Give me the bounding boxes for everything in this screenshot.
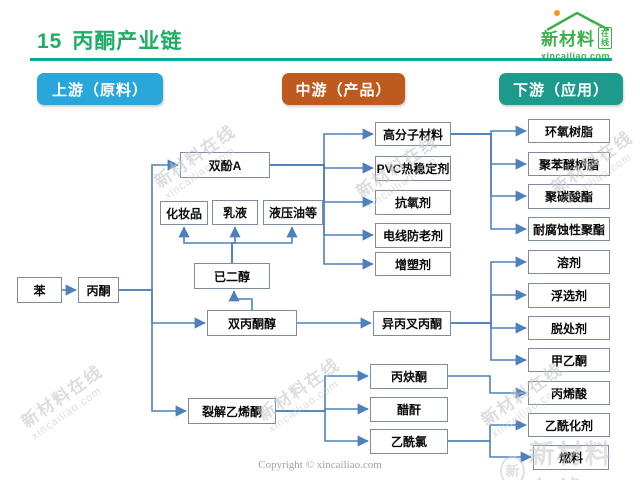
label-downstream: 下游（应用） <box>499 73 623 105</box>
flow-node-liejieyixitong: 裂解乙烯酮 <box>188 398 276 424</box>
logo-suffix-bottom: 线 <box>601 37 609 47</box>
title-divider <box>30 58 612 61</box>
logo-sun-icon <box>554 10 560 16</box>
flow-node-bingtong: 丙酮 <box>78 277 119 303</box>
flow-node-yeyayou: 液压油等 <box>263 200 323 225</box>
flow-node-huazhuangpin: 化妆品 <box>160 201 208 225</box>
flow-node-ben: 苯 <box>17 277 62 303</box>
flow-node-ruye: 乳液 <box>212 200 258 225</box>
page-title: 15 丙酮产业链 <box>37 25 182 55</box>
flow-node-shuangfen_a: 双酚A <box>180 152 270 178</box>
flow-node-fuxuanji: 浮选剂 <box>528 283 610 308</box>
flow-node-yixianlu: 乙酰氯 <box>370 429 448 454</box>
edge-yierchun-yeyayou <box>231 226 298 263</box>
logo-suffix-box: 在 线 <box>598 26 612 49</box>
flow-node-gaofenzi: 高分子材料 <box>375 122 451 146</box>
flow-node-bingquetong: 丙炔酮 <box>370 364 448 389</box>
flow-node-yixianhuaji: 乙酰化剂 <box>528 413 610 437</box>
flow-node-jiayitong: 甲乙酮 <box>528 348 610 372</box>
edge-gaofenzi-naifushi <box>451 133 527 235</box>
edge-bingquetong-bingxisuan <box>448 375 527 399</box>
edge-liejieyixitong-yixianlu <box>276 410 369 447</box>
flow-node-jutansuan: 聚碳酸酯 <box>528 184 610 209</box>
flow-node-huanyang: 环氧树脂 <box>528 119 610 143</box>
copyright-text: Copyright © xincailiao.com <box>258 459 382 471</box>
edge-bingtong-liejieyixitong <box>119 289 187 417</box>
flow-node-ranliao: 燃料 <box>533 445 609 470</box>
flow-node-rongji: 溶剂 <box>528 250 610 274</box>
label-midstream: 中游（产品） <box>282 73 405 105</box>
brand-logo: 新材料 在 线 xincailiao.com <box>541 8 633 61</box>
logo-brand-text: 新材料 <box>541 30 595 49</box>
flow-node-bingxisuan: 丙烯酸 <box>528 381 610 405</box>
logo-roof-icon <box>546 10 610 32</box>
flow-node-pvc: PVC热稳定剂 <box>375 156 451 181</box>
label-upstream: 上游（原料） <box>37 73 163 105</box>
flow-node-kangyangji: 抗氧剂 <box>375 190 451 215</box>
edge-shuangbingtongchun-yierchun <box>228 290 253 310</box>
page-number: 15 <box>37 30 63 53</box>
edge-yibingcha-jiayitong <box>451 322 527 366</box>
flow-node-jubenmi: 聚苯醚树脂 <box>528 152 610 176</box>
flow-node-zengsuji: 增塑剂 <box>375 252 451 276</box>
flow-node-cugan: 醋酐 <box>370 397 448 422</box>
flow-node-yierchun: 已二醇 <box>194 263 270 289</box>
flow-node-yibingcha: 异丙叉丙酮 <box>373 311 451 336</box>
page-title-text: 丙酮产业链 <box>72 30 183 53</box>
flow-node-naifushi: 耐腐蚀性聚酯 <box>528 217 610 241</box>
edge-shuangfen_a-zengsuji <box>270 164 374 270</box>
logo-domain: xincailiao.com <box>541 51 611 61</box>
flow-node-shuangbingtongchun: 双丙酮醇 <box>207 310 297 336</box>
logo-suffix-top: 在 <box>601 28 609 38</box>
flow-node-tuochuji: 脱处剂 <box>528 316 610 340</box>
flow-node-dianxian: 电线防老剂 <box>375 223 451 248</box>
